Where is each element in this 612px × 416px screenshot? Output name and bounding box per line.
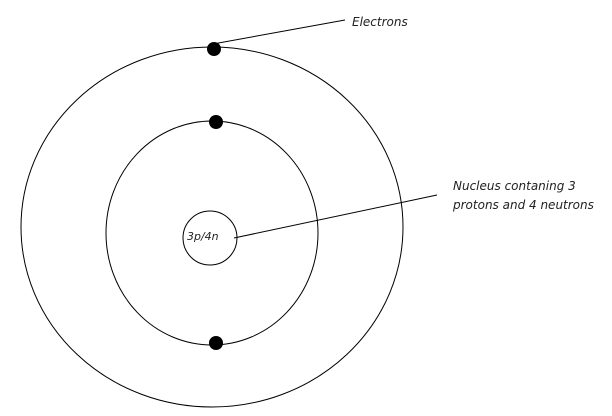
electron-inner-bottom bbox=[209, 336, 223, 350]
nucleus-label-line1: Nucleus contaning 3 bbox=[453, 179, 576, 193]
electron-inner-top bbox=[209, 115, 223, 129]
nucleus-label-line2: protons and 4 neutrons bbox=[453, 198, 594, 212]
electron-outer bbox=[207, 42, 221, 56]
nucleus-pointer-line bbox=[233, 194, 438, 239]
electrons-pointer-line bbox=[212, 19, 346, 45]
nucleus bbox=[182, 210, 238, 266]
nucleus-text: 3p/4n bbox=[187, 230, 219, 243]
electrons-label: Electrons bbox=[352, 15, 408, 29]
